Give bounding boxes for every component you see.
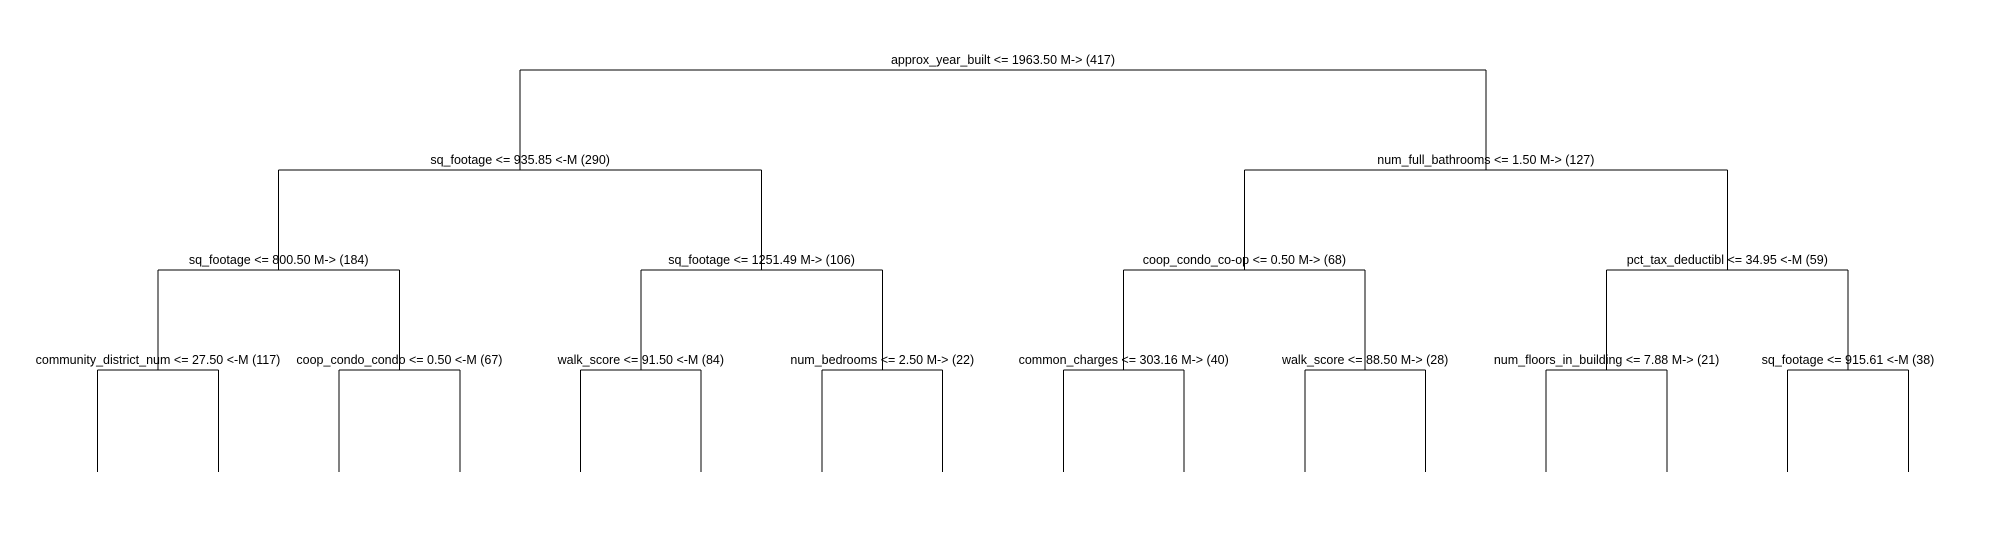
node-label: community_district_num <= 27.50 <-M (117… [36,353,281,367]
node-label: coop_condo_co-op <= 0.50 M-> (68) [1143,253,1346,267]
node-label: common_charges <= 303.16 M-> (40) [1019,353,1229,367]
node-label: num_floors_in_building <= 7.88 M-> (21) [1494,353,1719,367]
node-label: sq_footage <= 1251.49 M-> (106) [668,253,855,267]
node-label: walk_score <= 91.50 <-M (84) [557,353,724,367]
node-label: coop_condo_condo <= 0.50 <-M (67) [296,353,502,367]
node-label: walk_score <= 88.50 M-> (28) [1281,353,1448,367]
tree-edges [97,69,1909,472]
node-label: sq_footage <= 935.85 <-M (290) [430,153,610,167]
node-label: sq_footage <= 915.61 <-M (38) [1762,353,1935,367]
node-label: num_bedrooms <= 2.50 M-> (22) [790,353,974,367]
node-label: num_full_bathrooms <= 1.50 M-> (127) [1377,153,1594,167]
tree-labels: approx_year_built <= 1963.50 M-> (417) sq… [36,53,1935,367]
node-label: pct_tax_deductibl <= 34.95 <-M (59) [1627,253,1828,267]
node-label: approx_year_built <= 1963.50 M-> (417) [891,53,1115,67]
node-label: sq_footage <= 800.50 M-> (184) [189,253,369,267]
